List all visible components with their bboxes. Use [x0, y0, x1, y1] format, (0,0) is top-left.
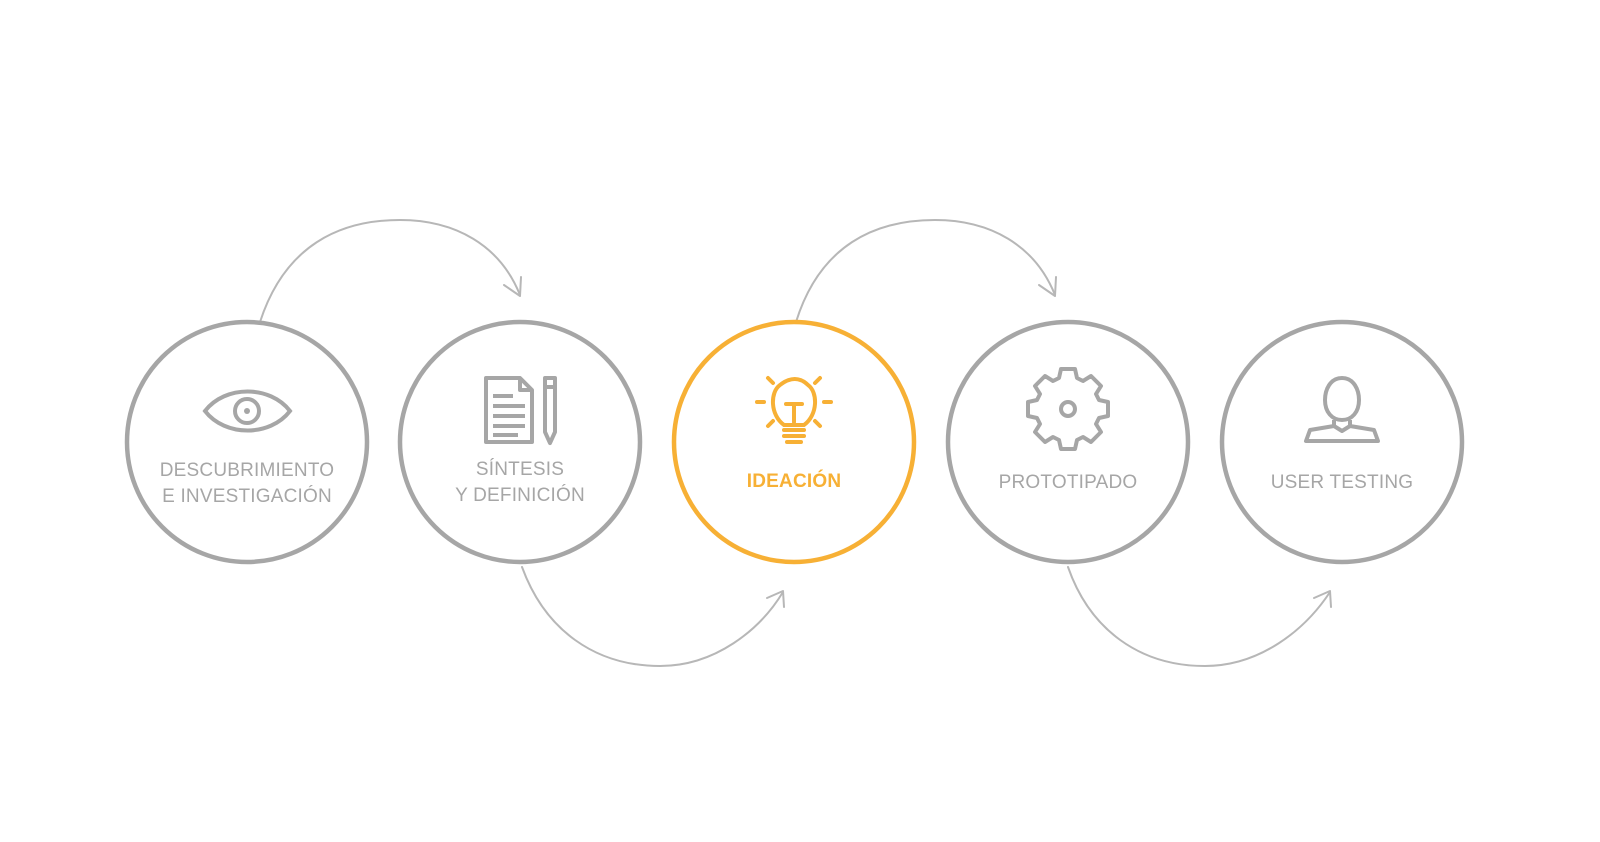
step-synthesis: SÍNTESIS Y DEFINICIÓN	[397, 319, 643, 565]
document-pencil-icon	[484, 376, 557, 445]
step-label-line1: PROTOTIPADO	[999, 472, 1138, 493]
step-label-line1: IDEACIÓN	[747, 470, 842, 492]
step-circle	[124, 319, 370, 565]
connectors	[259, 219, 1332, 667]
step-ideation: IDEACIÓN	[671, 319, 917, 565]
arrow-ideation-to-prototyping	[795, 219, 1057, 323]
step-label-line1: SÍNTESIS	[476, 459, 564, 480]
eye-icon	[202, 389, 293, 433]
lightbulb-icon	[755, 376, 833, 444]
arrow-prototyping-to-user-testing	[1067, 566, 1332, 667]
arrow-synthesis-to-ideation	[521, 566, 785, 667]
step-user-testing: USER TESTING	[1219, 319, 1465, 565]
gear-icon	[1026, 367, 1110, 451]
step-circle	[945, 319, 1191, 565]
step-label-line2: E INVESTIGACIÓN	[162, 485, 332, 507]
step-circle	[671, 319, 917, 565]
step-label-line1: USER TESTING	[1271, 472, 1413, 493]
step-circle	[1219, 319, 1465, 565]
arrow-discovery-to-synthesis	[259, 219, 522, 323]
step-label-line1: DESCUBRIMIENTO	[160, 460, 335, 481]
step-label-line2: Y DEFINICIÓN	[455, 484, 585, 506]
step-prototyping: PROTOTIPADO	[945, 319, 1191, 565]
user-icon	[1304, 376, 1380, 443]
step-circle	[397, 319, 643, 565]
step-discovery: DESCUBRIMIENTO E INVESTIGACIÓN	[124, 319, 370, 565]
